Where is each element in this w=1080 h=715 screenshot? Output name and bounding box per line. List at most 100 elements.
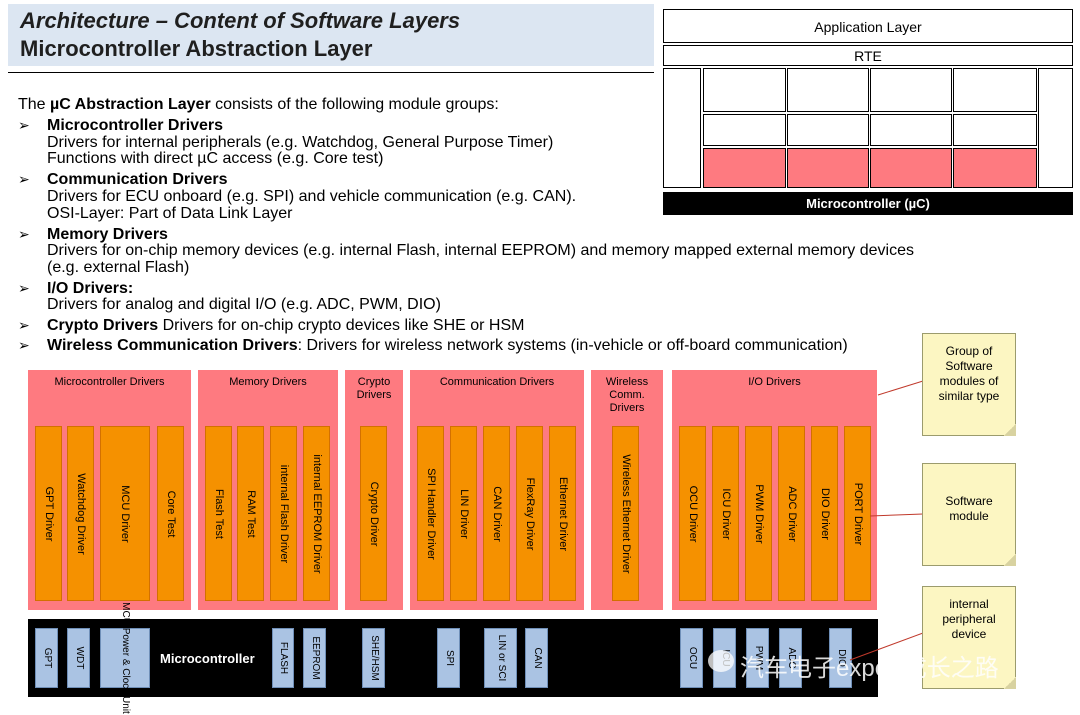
- software-module: internal EEPROM Driver: [303, 426, 330, 601]
- callout-line-group: [877, 380, 924, 396]
- item-line: Functions with direct µC access (e.g. Co…: [47, 150, 384, 167]
- item-line: OSI-Layer: Part of Data Link Layer: [47, 205, 293, 222]
- rte-box: RTE: [663, 45, 1073, 66]
- callout-line-peripheral: [849, 632, 924, 661]
- software-module: RAM Test: [237, 426, 264, 601]
- peripheral-chip: DIO: [829, 628, 852, 688]
- software-module: ICU Driver: [712, 426, 739, 601]
- intro-bold: µC Abstraction Layer: [50, 96, 211, 113]
- microcontroller-mini-label: Microcontroller (µC): [806, 196, 930, 211]
- layer-cell: [953, 114, 1037, 146]
- side-box: [1038, 68, 1073, 188]
- slide-title: Architecture – Content of Software Layer…: [20, 8, 461, 33]
- item-title-comm: Communication Drivers: [47, 171, 228, 188]
- software-module: LIN Driver: [450, 426, 477, 601]
- application-layer-box: Application Layer: [663, 9, 1073, 43]
- layer-cell: [787, 68, 869, 112]
- software-module: DIO Driver: [811, 426, 838, 601]
- intro-pre: The: [18, 96, 51, 113]
- microcontroller-label: Microcontroller: [160, 651, 255, 666]
- item-line: Drivers for ECU onboard (e.g. SPI) and v…: [47, 188, 577, 205]
- rte-label: RTE: [854, 48, 882, 64]
- item-inline: : Drivers for wireless network systems (…: [297, 337, 848, 354]
- layer-cell: [703, 114, 786, 146]
- software-module: PORT Driver: [844, 426, 871, 601]
- software-module: Wireless Ethernet Driver: [612, 426, 639, 601]
- software-module: Watchdog Driver: [67, 426, 94, 601]
- mcal-cell: [953, 148, 1037, 188]
- intro-line: The µC Abstraction Layer consists of the…: [18, 96, 499, 113]
- layer-cell: [870, 68, 952, 112]
- peripheral-chip: EEPROM: [303, 628, 326, 688]
- peripheral-chip: LIN or SCI: [484, 628, 517, 688]
- note-peripheral: internal peripheral device: [922, 586, 1016, 689]
- item-inline: Drivers for on-chip crypto devices like …: [158, 317, 525, 334]
- item-line: Drivers for on-chip memory devices (e.g.…: [47, 242, 914, 259]
- bullet-icon: ➢: [18, 171, 30, 187]
- item-line: (e.g. external Flash): [47, 259, 190, 276]
- layer-cell: [703, 68, 786, 112]
- peripheral-chip: MCU Power & Clock Unit: [100, 602, 150, 714]
- driver-group-title: Memory Drivers: [229, 376, 307, 388]
- item-crypto: Crypto Drivers Drivers for on-chip crypt…: [47, 317, 524, 334]
- peripheral-chip: SPI: [437, 628, 460, 688]
- item-title-io: I/O Drivers:: [47, 280, 134, 297]
- layer-cell: [953, 68, 1037, 112]
- item-title-crypto: Crypto Drivers: [47, 317, 159, 334]
- layer-cell: [870, 114, 952, 146]
- peripheral-chip: CAN: [525, 628, 548, 688]
- item-title-mem: Memory Drivers: [47, 226, 168, 243]
- software-module: FlexRay Driver: [516, 426, 543, 601]
- item-title-wireless: Wireless Communication Drivers: [47, 337, 298, 354]
- software-module: CAN Driver: [483, 426, 510, 601]
- bullet-icon: ➢: [18, 117, 30, 133]
- peripheral-chip: SHE/HSM: [362, 628, 385, 688]
- complex-driver-box: [663, 68, 701, 188]
- note-software-module: Software module: [922, 463, 1016, 566]
- slide-subtitle: Microcontroller Abstraction Layer: [20, 36, 373, 61]
- layer-cell: [787, 114, 869, 146]
- peripheral-chip: ADC: [779, 628, 802, 688]
- software-module: Flash Test: [205, 426, 232, 601]
- bullet-icon: ➢: [18, 317, 30, 333]
- header-band: [8, 4, 654, 66]
- microcontroller-bar-mini: Microcontroller (µC): [663, 192, 1073, 215]
- bullet-icon: ➢: [18, 226, 30, 242]
- peripheral-chip: FLASH: [272, 628, 294, 688]
- item-line: Drivers for analog and digital I/O (e.g.…: [47, 296, 441, 313]
- header-divider: [8, 72, 654, 73]
- peripheral-chip: PWM: [746, 628, 769, 688]
- intro-post: consists of the following module groups:: [210, 96, 499, 113]
- software-module: SPI Handler Driver: [417, 426, 444, 601]
- watermark-logo-icon: [708, 650, 734, 672]
- mcal-cell: [787, 148, 869, 188]
- software-module: GPT Driver: [35, 426, 62, 601]
- peripheral-chip: OCU: [680, 628, 703, 688]
- peripheral-chip: GPT: [35, 628, 58, 688]
- driver-group-title: Microcontroller Drivers: [54, 376, 165, 388]
- software-module: PWM Driver: [745, 426, 772, 601]
- bullet-icon: ➢: [18, 280, 30, 296]
- software-module: MCU Driver: [100, 426, 150, 601]
- bullet-icon: ➢: [18, 337, 30, 353]
- note-group: Group of Software modules of similar typ…: [922, 333, 1016, 436]
- item-title-mc: Microcontroller Drivers: [47, 117, 224, 134]
- driver-group-title: I/O Drivers: [748, 376, 801, 388]
- software-module: internal Flash Driver: [270, 426, 297, 601]
- driver-group: I/O Drivers: [672, 370, 877, 610]
- mcal-cell: [703, 148, 786, 188]
- software-module: OCU Driver: [679, 426, 706, 601]
- software-module: ADC Driver: [778, 426, 805, 601]
- software-module: Ethernet Driver: [549, 426, 576, 601]
- callout-line-module: [869, 513, 924, 517]
- software-module: Core Test: [157, 426, 184, 601]
- software-module: Crypto Driver: [360, 426, 387, 601]
- item-wireless: Wireless Communication Drivers: Drivers …: [47, 337, 848, 354]
- item-line: Drivers for internal peripherals (e.g. W…: [47, 134, 554, 151]
- peripheral-chip: WDT: [67, 628, 90, 688]
- mcal-cell: [870, 148, 952, 188]
- watermark: 汽车电子expert成长之路: [740, 655, 999, 682]
